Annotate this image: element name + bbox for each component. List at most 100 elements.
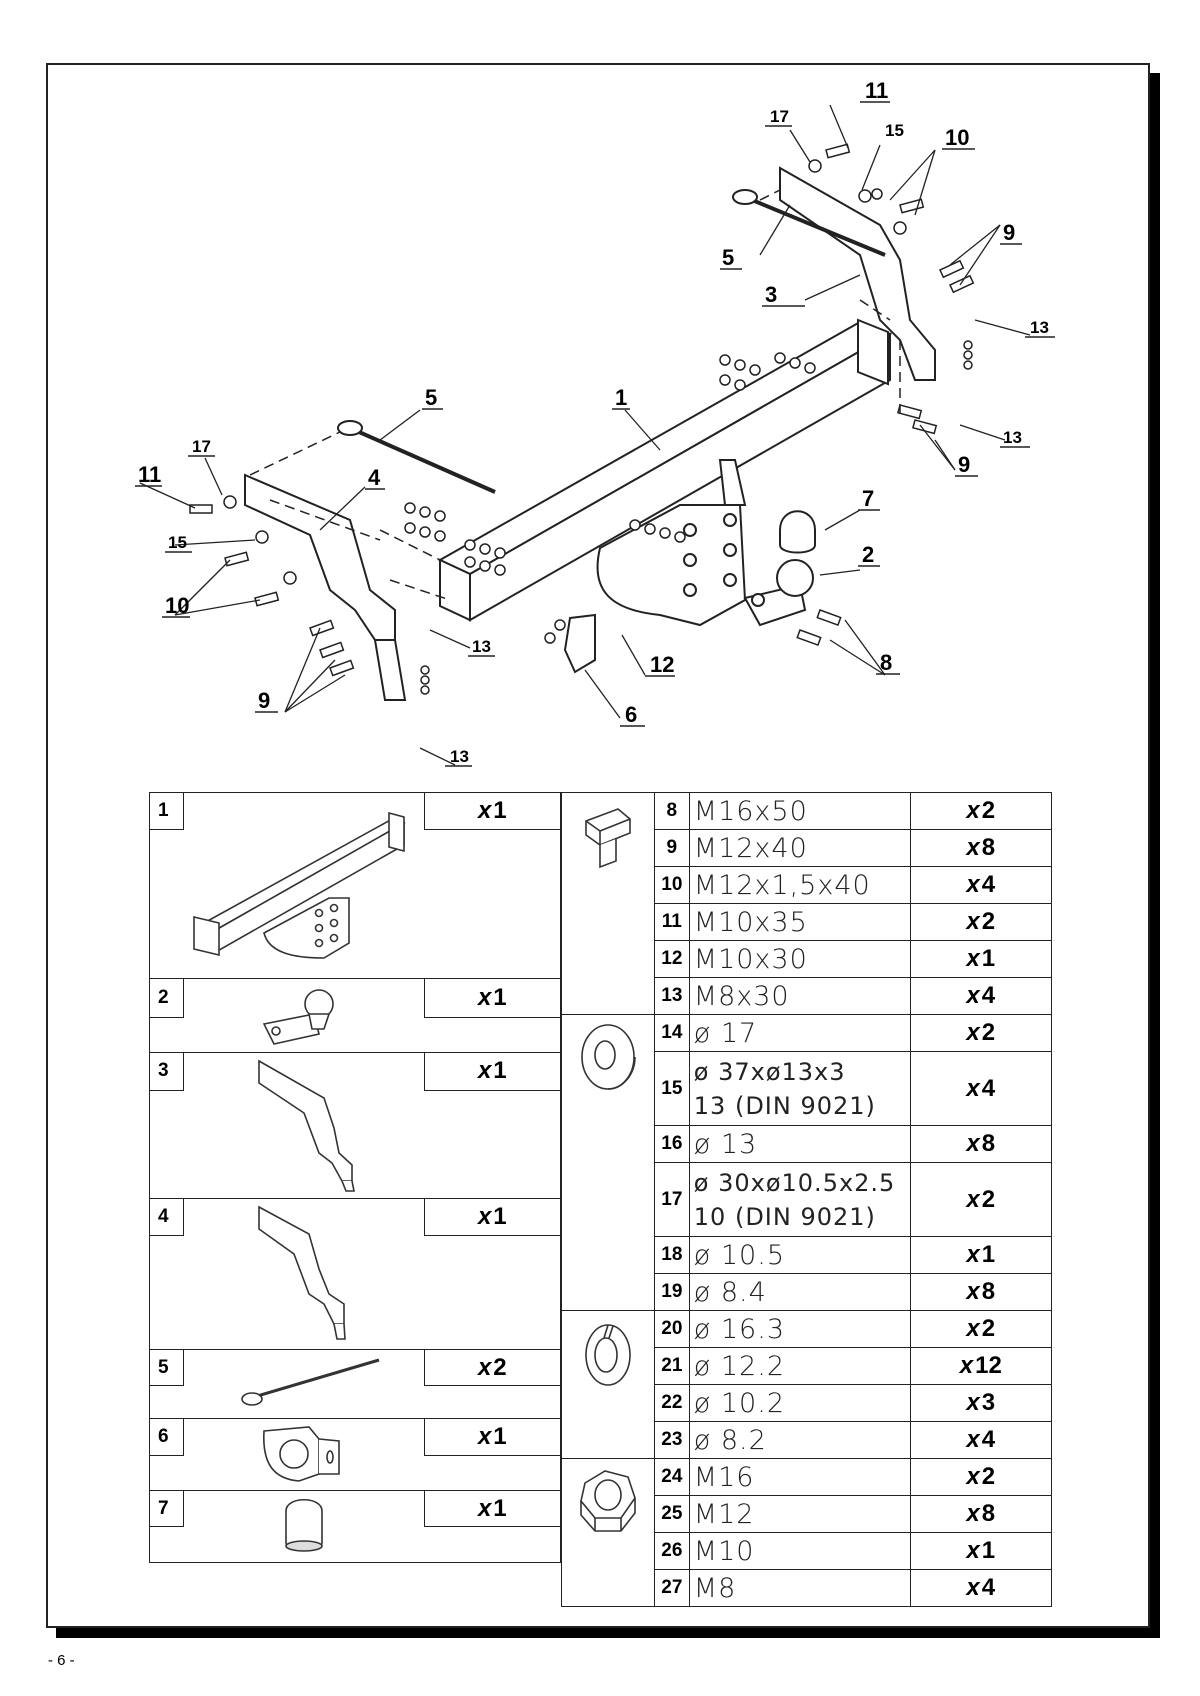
callout: 5	[722, 245, 734, 270]
callout: 5	[425, 385, 437, 410]
part-spec: ø 17	[688, 1014, 911, 1052]
callout: 13	[472, 637, 491, 656]
part-number: 1	[149, 791, 184, 831]
part-number: 14	[653, 1014, 690, 1052]
part-number: 6	[149, 1417, 184, 1457]
tow-ball-icon	[183, 978, 425, 1053]
callout: 1	[615, 385, 627, 410]
quantity: x2	[909, 1310, 1053, 1348]
part-number: 10	[653, 866, 690, 904]
quantity: x2	[909, 1458, 1053, 1496]
part-number: 7	[149, 1490, 184, 1527]
hex-nut-icon	[561, 1458, 655, 1607]
callout: 13	[1003, 428, 1022, 447]
spring-washer-icon	[561, 1310, 655, 1459]
part-spec: M10	[688, 1532, 911, 1570]
quantity: x4	[909, 977, 1053, 1015]
left-bracket-icon	[183, 1198, 425, 1350]
left-strap-drawing	[349, 426, 496, 494]
part-spec: ø 8.2	[688, 1421, 911, 1459]
quantity: x2	[909, 792, 1053, 830]
left-bracket-drawing	[244, 473, 407, 701]
callout: 17	[770, 107, 789, 126]
callout: 15	[885, 121, 904, 140]
part-number: 23	[653, 1421, 690, 1459]
callout: 4	[368, 465, 381, 490]
quantity: x8	[909, 1495, 1053, 1533]
part-number: 26	[653, 1532, 690, 1570]
callout: 11	[138, 462, 161, 487]
ball-cap-drawing	[779, 510, 816, 554]
part-number: 22	[653, 1384, 690, 1422]
quantity: x4	[909, 1421, 1053, 1459]
bolt-drawings	[189, 143, 975, 677]
callout: 10	[945, 125, 969, 150]
quantity: x1	[423, 1197, 562, 1237]
part-spec: ø 10.5	[688, 1236, 911, 1274]
callout: 13	[1030, 318, 1049, 337]
quantity: x1	[909, 1532, 1053, 1570]
callout: 2	[862, 542, 874, 567]
part-number: 4	[149, 1197, 184, 1237]
assembly-dashed-lines	[249, 189, 901, 601]
socket-plate-icon	[183, 1418, 425, 1491]
part-number: 3	[149, 1052, 184, 1091]
quantity: x2	[909, 1014, 1053, 1052]
part-number: 2	[149, 977, 184, 1019]
part-number: 9	[653, 829, 690, 867]
callout-underlines	[135, 101, 1055, 767]
exploded-assembly-diagram: 11 17 15 10 5 3 9 13 13 9 5 1 17 11 4 15…	[135, 78, 1055, 767]
part-spec: ø 10.2	[688, 1384, 911, 1422]
quantity: x2	[909, 903, 1053, 941]
part-number: 17	[653, 1162, 690, 1237]
part-number: 19	[653, 1273, 690, 1311]
part-spec: M12	[688, 1495, 911, 1533]
callout: 12	[650, 652, 674, 677]
callout: 7	[862, 486, 874, 511]
part-number: 13	[653, 977, 690, 1015]
page-number: - 6 -	[48, 1652, 75, 1669]
flat-washer-icon	[561, 1014, 655, 1311]
strap-icon	[183, 1349, 425, 1419]
quantity: x1	[909, 940, 1053, 978]
callout: 6	[625, 702, 637, 727]
quantity: x1	[423, 791, 562, 831]
part-number: 25	[653, 1495, 690, 1533]
quantity: x8	[909, 829, 1053, 867]
part-number: 8	[653, 792, 690, 830]
quantity: x1	[423, 1490, 562, 1527]
washer-stacks	[223, 159, 973, 695]
tow-bar-icon	[183, 792, 425, 979]
part-spec: M10x35	[688, 903, 911, 941]
quantity: x1	[423, 977, 562, 1019]
part-number: 16	[653, 1125, 690, 1163]
part-spec: ø 12.2	[688, 1347, 911, 1385]
ball-cap-icon	[183, 1490, 425, 1563]
callout: 9	[958, 452, 970, 477]
part-spec: M16x50	[688, 792, 911, 830]
callout: 9	[1003, 220, 1015, 245]
callout: 13	[450, 747, 469, 766]
callout: 3	[765, 282, 777, 307]
part-number: 27	[653, 1569, 690, 1607]
bolt-icon	[561, 792, 655, 1015]
quantity: x1	[423, 1417, 562, 1457]
quantity: x4	[909, 1051, 1053, 1126]
main-parts-table: 1 x1 2	[149, 791, 562, 1563]
part-spec: M16	[688, 1458, 911, 1496]
part-spec: ø 16.3	[688, 1310, 911, 1348]
right-bracket-icon	[183, 1052, 425, 1199]
quantity: x4	[909, 1569, 1053, 1607]
part-spec: M12x40	[688, 829, 911, 867]
callout: 8	[880, 650, 892, 675]
part-number: 5	[149, 1349, 184, 1386]
part-spec: M10x30	[688, 940, 911, 978]
part-number: 21	[653, 1347, 690, 1385]
quantity: x4	[909, 866, 1053, 904]
quantity: x2	[423, 1349, 562, 1386]
callout: 9	[258, 688, 270, 713]
callout: 17	[192, 437, 211, 456]
part-spec: ø 13	[688, 1125, 911, 1163]
callout: 15	[168, 533, 187, 552]
